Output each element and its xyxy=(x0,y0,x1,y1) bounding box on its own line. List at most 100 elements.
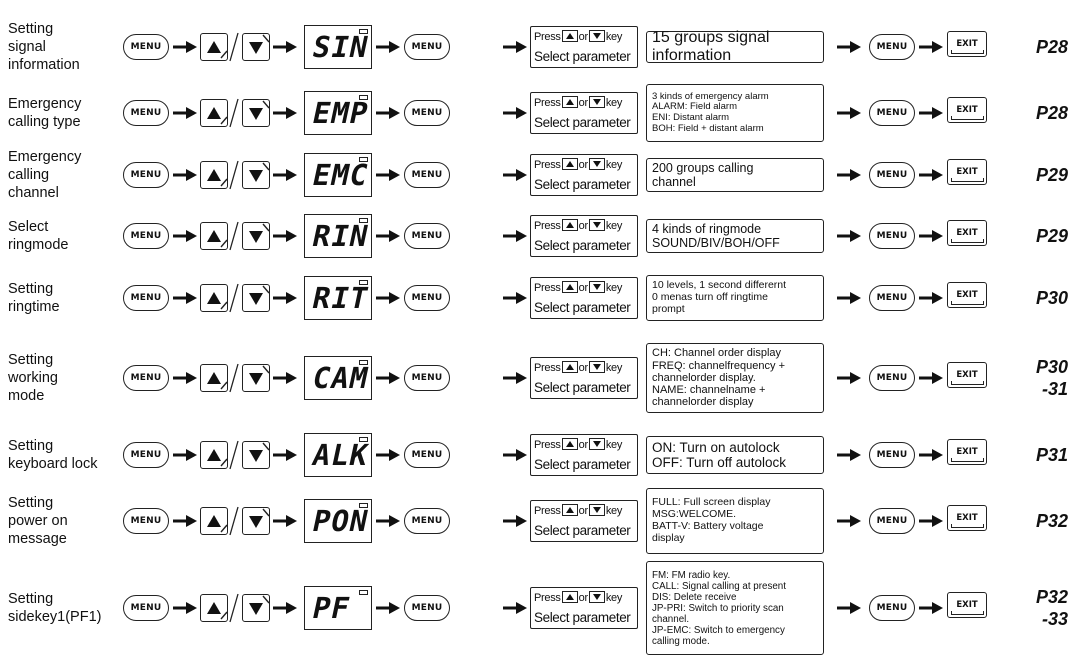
up-key-icon xyxy=(561,281,578,293)
down-key[interactable] xyxy=(242,364,270,392)
down-key[interactable] xyxy=(242,594,270,622)
exit-key[interactable]: EXIT xyxy=(947,282,987,308)
slash-separator xyxy=(229,506,239,536)
up-key-icon xyxy=(561,504,578,516)
arrow-icon xyxy=(503,107,527,119)
lcd-display: RIN xyxy=(304,214,372,258)
slash-separator xyxy=(229,160,239,190)
menu-key[interactable]: MENU xyxy=(123,34,169,60)
menu-key[interactable]: MENU xyxy=(123,365,169,391)
battery-icon xyxy=(359,590,368,595)
down-key[interactable] xyxy=(242,441,270,469)
arrow-icon xyxy=(919,292,943,304)
menu-key[interactable]: MENU xyxy=(404,285,450,311)
menu-key[interactable]: MENU xyxy=(123,162,169,188)
down-key[interactable] xyxy=(242,222,270,250)
up-key[interactable] xyxy=(200,284,228,312)
battery-icon xyxy=(359,157,368,162)
menu-key[interactable]: MENU xyxy=(404,442,450,468)
arrow-icon xyxy=(376,41,400,53)
up-key[interactable] xyxy=(200,222,228,250)
exit-key[interactable]: EXIT xyxy=(947,439,987,465)
arrow-icon xyxy=(503,515,527,527)
exit-key[interactable]: EXIT xyxy=(947,220,987,246)
down-key[interactable] xyxy=(242,161,270,189)
option-description-box: 10 levels, 1 second differernt 0 menas t… xyxy=(646,275,824,321)
setting-label: Select ringmode xyxy=(8,219,69,253)
option-description-text: 3 kinds of emergency alarm ALARM: Field … xyxy=(652,90,769,134)
menu-key[interactable]: MENU xyxy=(404,365,450,391)
menu-key[interactable]: MENU xyxy=(404,34,450,60)
or-word: or xyxy=(578,362,588,374)
up-key[interactable] xyxy=(200,364,228,392)
menu-key[interactable]: MENU xyxy=(869,34,915,60)
up-key-icon xyxy=(561,30,578,42)
menu-key[interactable]: MENU xyxy=(123,508,169,534)
exit-key[interactable]: EXIT xyxy=(947,362,987,388)
menu-key[interactable]: MENU xyxy=(404,595,450,621)
key-word: key xyxy=(605,505,623,517)
arrow-icon xyxy=(173,515,197,527)
exit-key[interactable]: EXIT xyxy=(947,159,987,185)
menu-key[interactable]: MENU xyxy=(869,223,915,249)
battery-icon xyxy=(359,218,368,223)
arrow-icon xyxy=(173,230,197,242)
arrow-icon xyxy=(503,449,527,461)
arrow-icon xyxy=(837,169,861,181)
select-parameter-text: Select parameter xyxy=(534,115,631,130)
or-word: or xyxy=(578,159,588,171)
up-key[interactable] xyxy=(200,507,228,535)
up-key[interactable] xyxy=(200,161,228,189)
press-word: Press xyxy=(534,282,561,294)
menu-key[interactable]: MENU xyxy=(869,365,915,391)
exit-key[interactable]: EXIT xyxy=(947,31,987,57)
down-key-icon xyxy=(588,504,605,516)
arrow-icon xyxy=(837,230,861,242)
setting-label: Setting signal information xyxy=(8,21,80,73)
arrow-icon xyxy=(919,449,943,461)
up-key[interactable] xyxy=(200,441,228,469)
press-word: Press xyxy=(534,97,561,109)
menu-key[interactable]: MENU xyxy=(869,100,915,126)
menu-key[interactable]: MENU xyxy=(123,285,169,311)
menu-key[interactable]: MENU xyxy=(869,595,915,621)
arrow-icon xyxy=(919,515,943,527)
up-key[interactable] xyxy=(200,99,228,127)
or-word: or xyxy=(578,505,588,517)
setting-label: Emergency calling channel xyxy=(8,149,82,201)
up-key[interactable] xyxy=(200,33,228,61)
menu-key[interactable]: MENU xyxy=(404,162,450,188)
menu-key[interactable]: MENU xyxy=(123,595,169,621)
menu-key[interactable]: MENU xyxy=(869,442,915,468)
exit-key[interactable]: EXIT xyxy=(947,592,987,618)
down-key[interactable] xyxy=(242,507,270,535)
menu-key[interactable]: MENU xyxy=(404,100,450,126)
menu-key[interactable]: MENU xyxy=(404,223,450,249)
menu-key[interactable]: MENU xyxy=(123,100,169,126)
or-word: or xyxy=(578,282,588,294)
exit-key[interactable]: EXIT xyxy=(947,505,987,531)
menu-key[interactable]: MENU xyxy=(123,442,169,468)
menu-key[interactable]: MENU xyxy=(123,223,169,249)
arrow-icon xyxy=(273,230,297,242)
select-parameter-text: Select parameter xyxy=(534,523,631,538)
menu-key[interactable]: MENU xyxy=(869,285,915,311)
select-parameter-text: Select parameter xyxy=(534,380,631,395)
exit-key[interactable]: EXIT xyxy=(947,97,987,123)
up-key[interactable] xyxy=(200,594,228,622)
slash-separator xyxy=(229,221,239,251)
down-key[interactable] xyxy=(242,99,270,127)
menu-key[interactable]: MENU xyxy=(869,162,915,188)
down-key[interactable] xyxy=(242,33,270,61)
or-word: or xyxy=(578,31,588,43)
down-key[interactable] xyxy=(242,284,270,312)
menu-key[interactable]: MENU xyxy=(869,508,915,534)
menu-key[interactable]: MENU xyxy=(404,508,450,534)
